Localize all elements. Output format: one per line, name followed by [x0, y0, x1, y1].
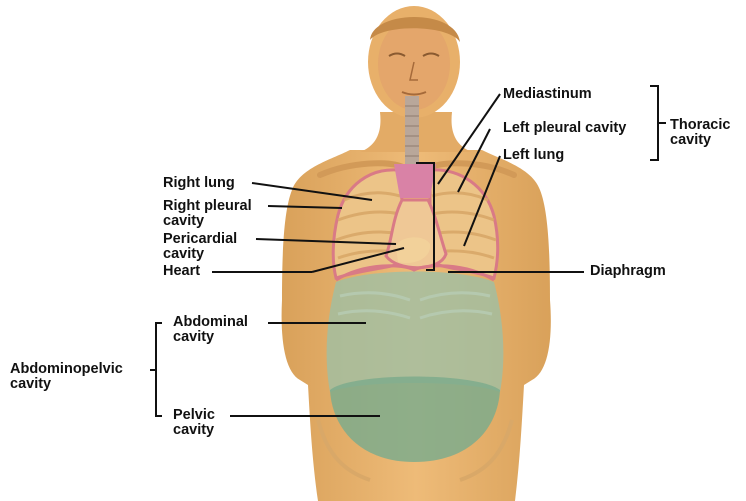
label-left-pleural-cavity: Left pleural cavity: [503, 121, 626, 136]
label-diaphragm: Diaphragm: [590, 264, 666, 279]
label-right-lung: Right lung: [163, 176, 235, 191]
bracket-abdominopelvic: [150, 323, 162, 416]
abdominal-cavity-shape: [327, 272, 504, 393]
label-pelvic-cavity: Pelvic cavity: [173, 408, 215, 438]
mediastinum-pink: [394, 164, 436, 198]
bracket-thoracic: [650, 86, 666, 160]
label-right-pleural-cavity: Right pleural cavity: [163, 199, 252, 229]
label-abdominal-cavity: Abdominal cavity: [173, 315, 248, 345]
label-heart: Heart: [163, 264, 200, 279]
label-left-lung: Left lung: [503, 148, 564, 163]
label-pericardial-cavity: Pericardial cavity: [163, 232, 237, 262]
label-abdominopelvic-cavity: Abdominopelvic cavity: [10, 362, 123, 392]
label-thoracic-cavity: Thoracic cavity: [670, 118, 730, 148]
label-mediastinum: Mediastinum: [503, 87, 592, 102]
